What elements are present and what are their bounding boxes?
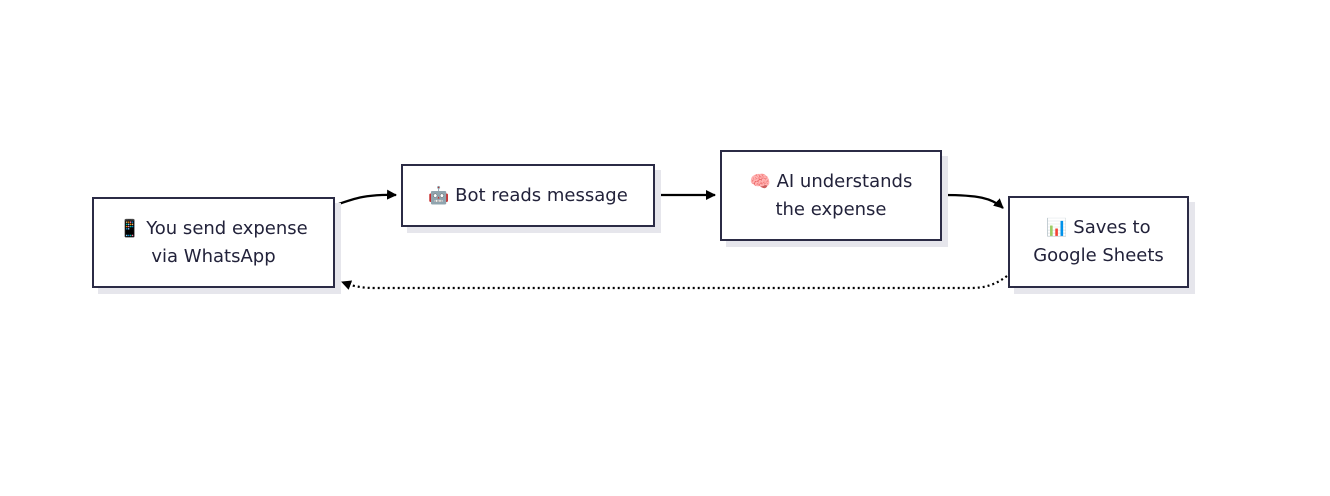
node-sheets-line2: Google Sheets	[1033, 245, 1164, 266]
node-ai-line2: the expense	[775, 198, 887, 220]
brain-icon: 🧠	[749, 171, 771, 192]
node-whatsapp-line2: via WhatsApp	[151, 245, 276, 267]
robot-icon: 🤖	[428, 185, 450, 206]
edge-ai-to-sheets	[942, 193, 1004, 209]
node-sheets-line1: Saves to	[1073, 217, 1151, 238]
mobile-phone-icon: 📱	[119, 218, 141, 239]
edge-sheets-to-whatsapp	[341, 275, 1008, 290]
node-whatsapp[interactable]: 📱 You send expense via WhatsApp	[92, 197, 335, 288]
edge-whatsapp-to-bot	[335, 189, 397, 207]
node-sheets[interactable]: 📊 Saves to Google Sheets	[1008, 196, 1189, 288]
bar-chart-icon: 📊	[1046, 218, 1068, 238]
node-bot[interactable]: 🤖 Bot reads message	[401, 164, 655, 227]
node-whatsapp-line1: You send expense	[146, 217, 308, 239]
node-ai[interactable]: 🧠 AI understands the expense	[720, 150, 942, 241]
node-bot-line1: Bot reads message	[455, 184, 628, 206]
node-ai-line1: AI understands	[776, 170, 913, 192]
